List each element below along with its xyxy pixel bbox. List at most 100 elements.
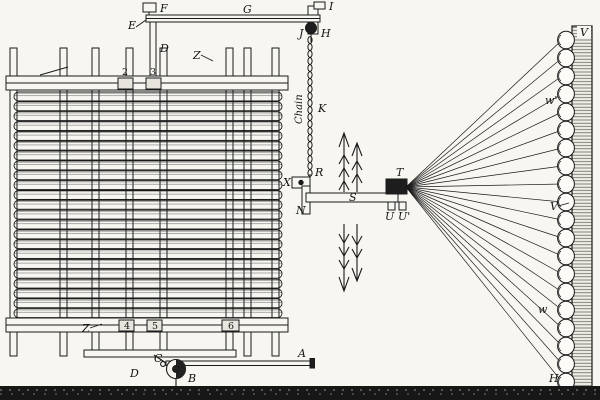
strut-e <box>135 19 147 28</box>
heck-box-t <box>385 178 408 195</box>
bobbin-shading <box>558 358 562 370</box>
warp-thread <box>405 186 563 203</box>
drum-roller <box>13 219 283 230</box>
label-h: H <box>320 27 331 40</box>
chain-pulley <box>305 22 317 34</box>
label-h-bottom: H <box>548 372 559 385</box>
warp-thread <box>405 57 563 188</box>
rod-a-cap <box>309 358 315 369</box>
bobbin-shading <box>558 52 562 64</box>
label-z-top: Z <box>192 49 201 62</box>
drum-roller <box>13 298 283 309</box>
rod-a <box>165 360 313 366</box>
warp-thread <box>405 111 563 188</box>
label-f: F <box>159 2 168 15</box>
label-w-upper: w' <box>545 94 557 107</box>
rod-a-group <box>165 358 315 369</box>
heck-mechanism <box>291 174 408 215</box>
drive-chain <box>307 36 313 177</box>
label-6: 6 <box>228 321 234 332</box>
bobbin-shading <box>558 142 562 154</box>
pulley-b-group <box>153 354 187 392</box>
label-d-bottom: D <box>129 367 139 380</box>
label-w-lower: w <box>538 303 548 316</box>
pulley-b-shading <box>176 359 186 379</box>
drum-roller <box>13 249 283 260</box>
warp-thread <box>405 186 563 239</box>
warp-thread <box>405 129 563 188</box>
flag-f <box>142 2 157 13</box>
drum-roller <box>13 239 283 250</box>
bobbin-shading <box>558 178 562 190</box>
pivot-c <box>160 361 166 367</box>
bobbin <box>557 84 575 104</box>
ground <box>0 386 600 400</box>
warp-thread <box>405 186 563 257</box>
bobbin <box>557 300 575 320</box>
bobbin <box>557 48 575 68</box>
warp-thread <box>405 186 563 383</box>
warp-thread <box>405 39 563 188</box>
drum-roller <box>13 259 283 269</box>
drum-roller <box>13 170 283 181</box>
warp-thread <box>405 186 563 347</box>
up-arrow <box>351 141 363 192</box>
motion-arrows <box>338 131 363 293</box>
drum-roller <box>13 140 283 151</box>
label-3: 3 <box>150 67 156 78</box>
label-v-mid: V <box>550 200 559 213</box>
label-c: C <box>154 352 163 365</box>
drum-roller <box>13 160 283 171</box>
drum-roller <box>13 209 283 220</box>
label-r: R <box>314 166 323 179</box>
label-z-bottom: Z <box>81 322 90 335</box>
drum-roller <box>13 130 283 141</box>
bobbin-shading <box>558 268 562 280</box>
bobbin-shading <box>558 250 562 262</box>
label-b: B <box>187 372 196 385</box>
z-top-leader <box>200 54 214 62</box>
bobbin-shading <box>558 106 562 118</box>
creel-post <box>571 25 593 391</box>
warp-thread <box>405 186 563 221</box>
warp-thread <box>405 165 563 188</box>
label-j: J <box>297 27 304 40</box>
bobbin <box>557 228 575 248</box>
base-platform <box>83 349 237 358</box>
warp-thread <box>405 75 563 188</box>
bobbin-shading <box>558 232 562 244</box>
bobbin <box>557 138 575 158</box>
drum-roller <box>13 288 283 299</box>
block-5 <box>146 319 163 332</box>
drum-roller <box>13 91 283 102</box>
up-arrow <box>338 131 350 192</box>
label-2: 2 <box>122 67 128 78</box>
bobbin <box>557 30 575 50</box>
label-s: S <box>349 191 357 204</box>
bobbin-shading <box>558 286 562 298</box>
drum-roller <box>13 121 283 132</box>
flag-i <box>313 1 326 10</box>
label-halo <box>577 26 591 38</box>
label-i: I <box>328 0 334 13</box>
bobbin-shading <box>558 160 562 172</box>
warp-thread <box>405 186 563 329</box>
bobbin <box>557 354 575 374</box>
block-3 <box>145 77 162 90</box>
label-x: X <box>282 176 292 189</box>
warp-thread <box>405 186 563 311</box>
bobbin <box>557 102 575 122</box>
label-k: K <box>317 102 327 115</box>
label-chain: Chain <box>294 94 305 124</box>
pivot-pin-r <box>298 179 304 186</box>
drum-roller <box>13 111 283 122</box>
drum-roller <box>13 101 283 112</box>
drum-roller <box>13 180 283 191</box>
lever-assembly <box>135 1 326 77</box>
guide-bar-s <box>305 192 399 203</box>
pawl-lever <box>39 66 69 76</box>
label-g: G <box>243 3 252 16</box>
drum-roller <box>13 150 283 161</box>
label-5: 5 <box>152 321 158 332</box>
bobbin <box>557 156 575 176</box>
